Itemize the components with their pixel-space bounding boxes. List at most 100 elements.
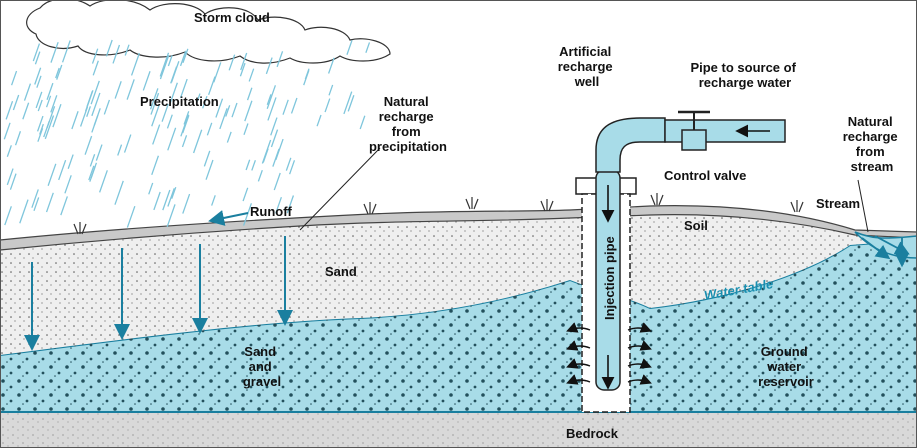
rain-streak bbox=[117, 144, 123, 156]
rain-streak bbox=[130, 52, 141, 76]
rain-streak bbox=[251, 160, 256, 171]
rain-streak bbox=[50, 41, 59, 63]
injection-pipe-label: Injection pipe bbox=[602, 236, 617, 320]
soil-label: Soil bbox=[684, 218, 708, 233]
rain-streak bbox=[60, 196, 68, 216]
natural-recharge-stream-label: Natural recharge from stream bbox=[843, 114, 902, 174]
rain-streak bbox=[124, 44, 130, 56]
rain-streak bbox=[153, 191, 161, 211]
rain-streak bbox=[56, 64, 63, 80]
rain-streak bbox=[206, 122, 213, 136]
rain-streak bbox=[270, 129, 279, 148]
soil-layer bbox=[0, 205, 917, 251]
rain-streak bbox=[276, 51, 284, 68]
rain-streak bbox=[10, 70, 18, 86]
rain-streak bbox=[12, 94, 20, 111]
rain-streak bbox=[288, 160, 296, 175]
bedrock-layer bbox=[0, 412, 917, 448]
rain-streak bbox=[182, 193, 191, 214]
rain-streak bbox=[171, 186, 177, 199]
rain-streak bbox=[36, 115, 44, 132]
rain-streak bbox=[183, 111, 190, 125]
rain-streak bbox=[159, 52, 170, 77]
storm-cloud-label: Storm cloud bbox=[194, 10, 270, 25]
natural-recharge-precip-label: Natural recharge from precipitation bbox=[369, 94, 447, 154]
rain-streak bbox=[219, 108, 228, 130]
rain-streak bbox=[6, 145, 12, 157]
rain-streak bbox=[99, 170, 108, 193]
rain-streak bbox=[166, 114, 173, 129]
rain-streak bbox=[33, 197, 40, 212]
rain-streak bbox=[52, 104, 62, 128]
rain-streak bbox=[265, 57, 273, 75]
rain-streak bbox=[242, 203, 253, 226]
rain-streak bbox=[240, 52, 248, 71]
rain-streak bbox=[245, 159, 251, 171]
rain-streak bbox=[90, 80, 100, 105]
rain-streak bbox=[261, 139, 272, 164]
rain-streak bbox=[31, 189, 39, 208]
rain-streak bbox=[39, 123, 44, 135]
rain-streak bbox=[46, 82, 54, 100]
rain-streak bbox=[93, 108, 101, 126]
rain-streak bbox=[89, 154, 96, 167]
rain-streak bbox=[19, 199, 29, 224]
injection-outflow-arrows bbox=[566, 322, 652, 385]
rain-streak bbox=[95, 144, 103, 161]
rain-streak bbox=[148, 182, 154, 195]
rain-streak bbox=[91, 92, 101, 117]
rain-streak bbox=[45, 192, 54, 213]
rain-streak bbox=[181, 135, 188, 148]
rain-streak bbox=[45, 95, 52, 108]
rain-streak bbox=[46, 106, 56, 129]
rain-streak bbox=[170, 66, 178, 84]
rain-streak bbox=[89, 162, 98, 182]
rain-streak bbox=[246, 87, 253, 101]
rain-streak bbox=[213, 62, 222, 83]
rain-streak bbox=[167, 55, 173, 67]
runoff-arrow bbox=[208, 210, 249, 226]
rain-streak bbox=[88, 165, 95, 181]
rain-streak bbox=[35, 91, 43, 109]
rain-streak bbox=[22, 102, 30, 120]
rain-streak bbox=[203, 150, 211, 167]
storm-cloud bbox=[26, 0, 391, 64]
precipitation-label: Precipitation bbox=[140, 94, 219, 109]
rain-streak bbox=[365, 42, 371, 53]
infiltration-arrows bbox=[24, 236, 293, 351]
rain-streak bbox=[71, 111, 79, 130]
ground-water-reservoir-label: Ground water reservoir bbox=[758, 344, 814, 389]
pipe-source-label: Pipe to source of recharge water bbox=[690, 60, 799, 90]
artificial-recharge-well-label: Artificial recharge well bbox=[558, 44, 617, 89]
runoff-label: Runoff bbox=[250, 204, 293, 219]
rain-streak bbox=[169, 82, 178, 104]
rain-streak bbox=[343, 91, 353, 115]
rain-streak bbox=[257, 169, 263, 182]
rain-streak bbox=[151, 155, 160, 176]
rain-streak bbox=[207, 76, 216, 96]
rain-streak bbox=[225, 105, 231, 117]
rain-streak bbox=[179, 78, 188, 99]
rain-streak bbox=[179, 50, 187, 67]
rain-streak bbox=[192, 129, 203, 154]
rain-streak bbox=[162, 189, 171, 211]
rain-streak bbox=[37, 128, 44, 142]
rain-streak bbox=[92, 60, 99, 76]
stream-recharge-arrows bbox=[861, 235, 910, 268]
rain-streak bbox=[327, 57, 335, 74]
rain-streak bbox=[211, 195, 216, 206]
sand-layer bbox=[0, 214, 917, 355]
rain-streak bbox=[103, 99, 111, 115]
rain-streak bbox=[151, 104, 160, 127]
sand-gravel-label: Sand and gravel bbox=[243, 344, 281, 389]
rain-streak bbox=[167, 127, 177, 151]
sand-label: Sand bbox=[325, 264, 357, 279]
rain-streak bbox=[290, 97, 298, 114]
rain-streak bbox=[34, 67, 42, 85]
rain-streak bbox=[86, 91, 93, 107]
rain-streak bbox=[6, 168, 14, 186]
rain-streak bbox=[205, 159, 214, 180]
rain-streak bbox=[32, 43, 41, 62]
rain-streak bbox=[14, 131, 22, 146]
